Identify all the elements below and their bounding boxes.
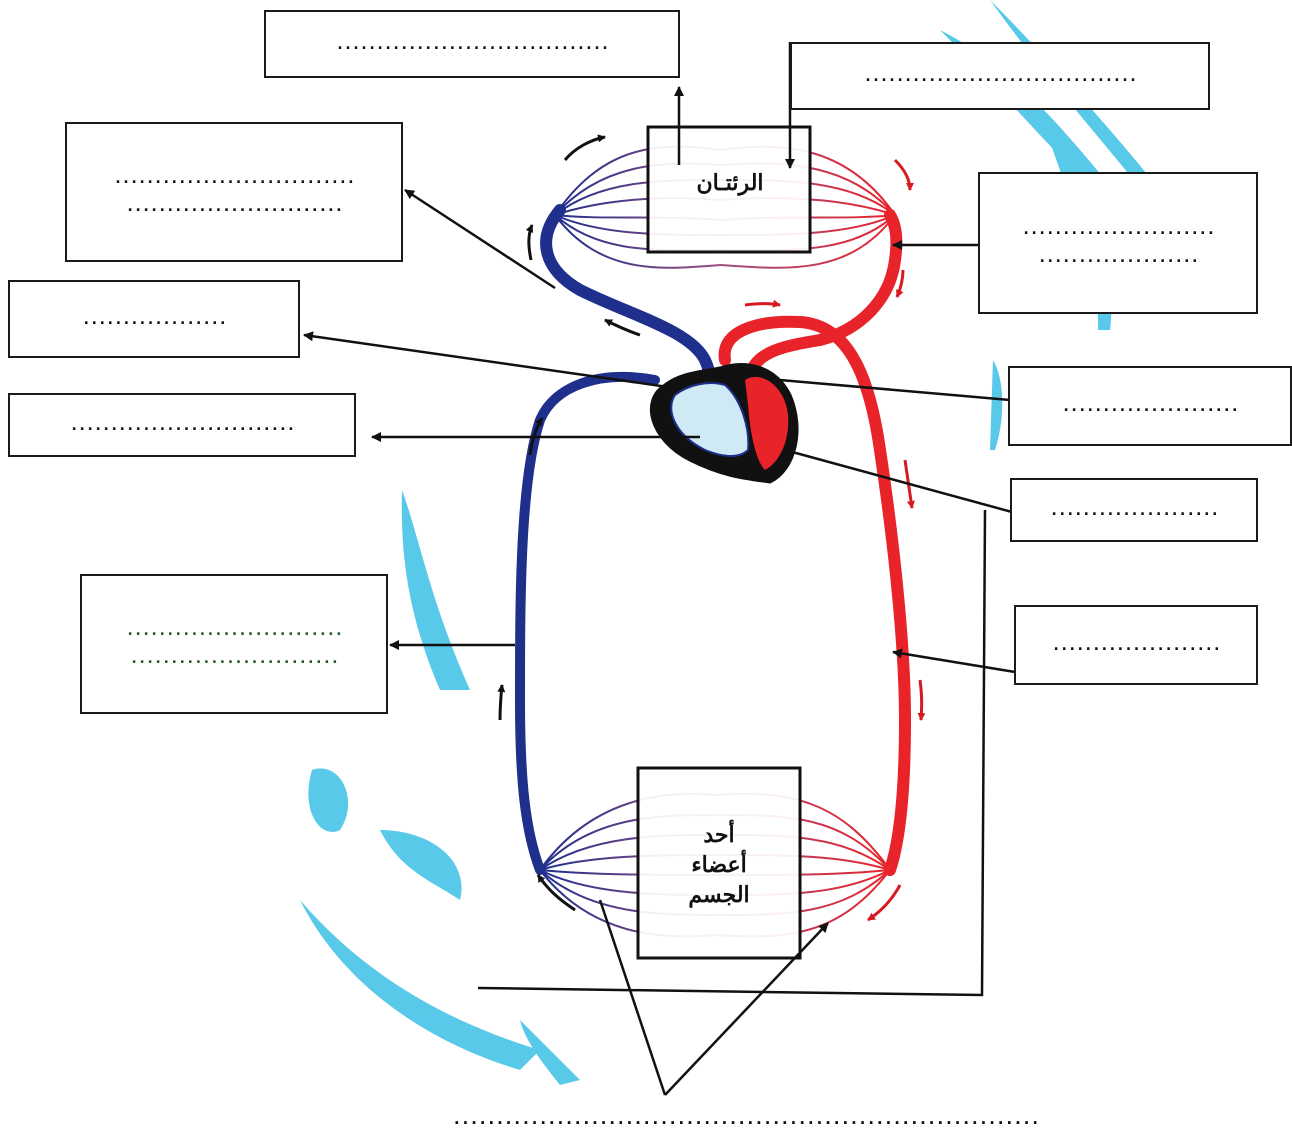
answer-blank[interactable]: ..................... [1050, 501, 1219, 519]
answer-box-left-lower[interactable]: ........................... ............… [80, 574, 388, 714]
lungs-label: الرئتـان [660, 170, 800, 196]
vena-cava-blue [520, 377, 655, 870]
answer-blank[interactable]: .................... [1038, 248, 1199, 266]
answer-box-right-mid2[interactable]: ..................... [1010, 478, 1258, 542]
answer-blank[interactable]: ........................... [126, 197, 343, 215]
answer-blank[interactable]: .......................... [130, 649, 339, 667]
answer-blank[interactable]: ...................... [1062, 397, 1239, 415]
answer-box-right-lower[interactable]: ..................... [1014, 605, 1258, 685]
answer-blank[interactable]: .............................. [114, 169, 355, 187]
body-organ-label: أحد أعضاء الجسم [645, 820, 793, 910]
heart [651, 365, 797, 482]
answer-blank[interactable]: ..................... [1052, 636, 1221, 654]
answer-blank[interactable]: ........................... [126, 621, 343, 639]
answer-blank[interactable]: ........................ [1022, 220, 1215, 238]
answer-box-top-right[interactable]: .................................. [790, 42, 1210, 110]
answer-box-left-mid[interactable]: .................. [8, 280, 300, 358]
answer-blank[interactable]: .................. [82, 310, 227, 328]
body-organ-label-line3: الجسم [645, 880, 793, 910]
answer-box-top-left[interactable]: .................................. [264, 10, 680, 78]
answer-box-left-upper[interactable]: .............................. .........… [65, 122, 403, 262]
answer-blank[interactable]: .................................. [335, 35, 608, 53]
answer-box-left-mid2[interactable]: ............................ [8, 393, 356, 457]
answer-blank[interactable]: .................................. [863, 67, 1136, 85]
body-organ-label-line1: أحد [645, 820, 793, 850]
answer-blank[interactable]: ............................ [70, 416, 295, 434]
answer-box-right-upper[interactable]: ........................ ...............… [978, 172, 1258, 314]
answer-box-right-mid[interactable]: ...................... [1008, 366, 1292, 446]
body-organ-label-line2: أعضاء [645, 850, 793, 880]
bottom-answer-blank[interactable]: ........................................… [452, 1110, 1039, 1128]
